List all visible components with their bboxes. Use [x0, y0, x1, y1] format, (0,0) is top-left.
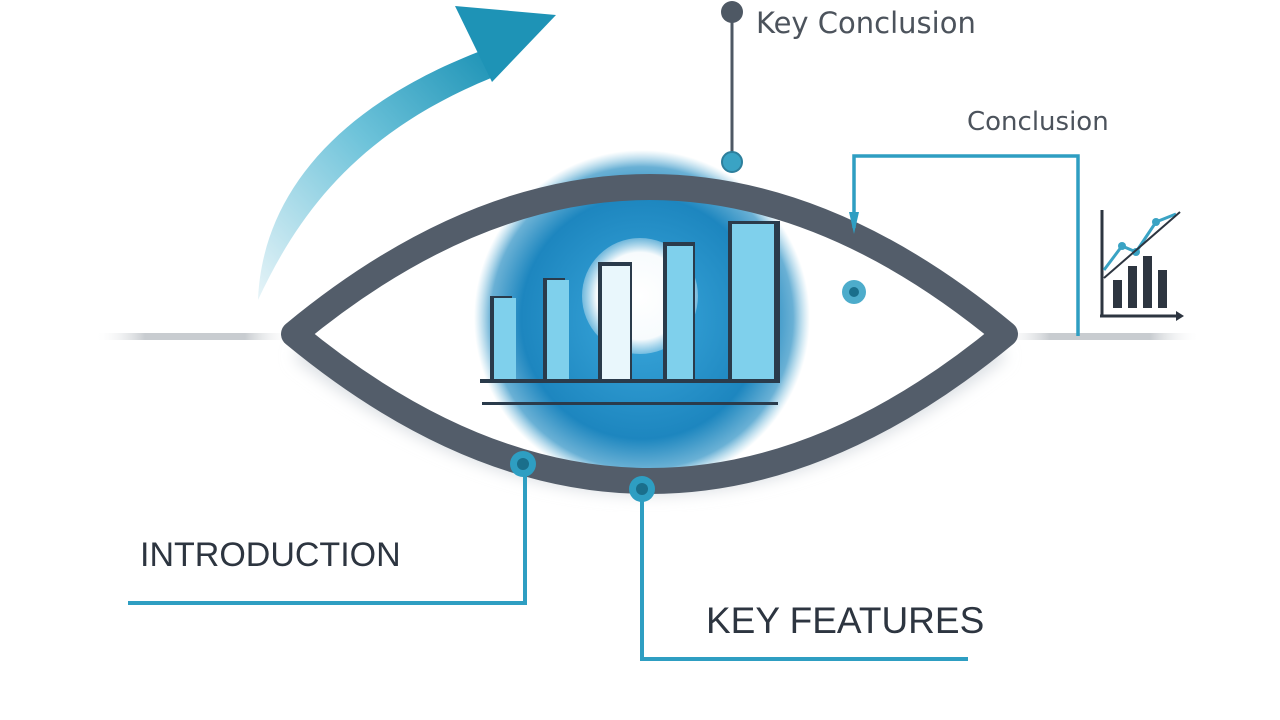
key-features-connector	[629, 476, 968, 661]
key-conclusion-connector	[721, 1, 743, 173]
introduction-connector	[128, 451, 536, 605]
growth-arrow-icon	[258, 6, 556, 300]
line-and-bar-chart-icon	[1100, 210, 1184, 321]
conclusion-label: Conclusion	[967, 107, 1109, 137]
key-conclusion-label: Key Conclusion	[756, 6, 976, 40]
horizon-line-left	[95, 333, 295, 340]
key-features-label: KEY FEATURES	[706, 600, 984, 641]
introduction-label: INTRODUCTION	[140, 536, 401, 574]
iris-bar-chart-icon	[480, 221, 780, 405]
marker-dot-right	[842, 280, 866, 304]
conclusion-connector	[849, 154, 1080, 336]
horizon-line-right	[1000, 333, 1200, 340]
